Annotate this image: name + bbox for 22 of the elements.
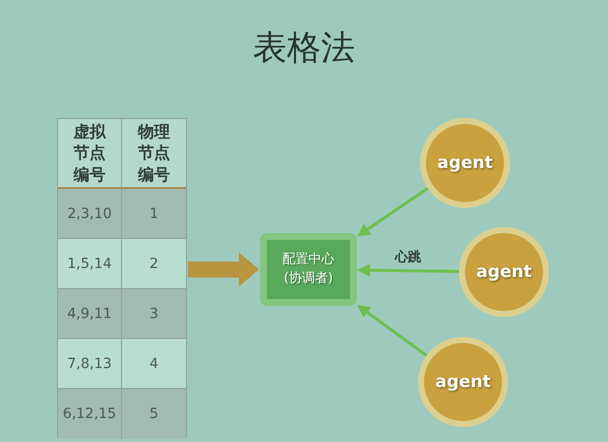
table-cell: 6,12,15 [58, 389, 122, 439]
table-cell: 4 [122, 339, 186, 389]
agent-circle: agent [420, 118, 510, 208]
table-cell: 2,3,10 [58, 189, 122, 239]
table-cell: 1 [122, 189, 186, 239]
table-cell: 5 [122, 389, 186, 439]
arrow [356, 187, 429, 237]
column-header: 虚拟节点编号 [58, 119, 122, 189]
table-cell: 2 [122, 239, 186, 289]
agent-circle: agent [459, 227, 549, 317]
table-cell: 7,8,13 [58, 339, 122, 389]
title: 表格法 [253, 28, 355, 68]
agent-circle: agent [418, 337, 508, 427]
table-cell: 3 [122, 289, 186, 339]
arrow [357, 304, 428, 357]
mapping-table [57, 118, 187, 438]
edge-label: 心跳 [393, 248, 424, 266]
table-cell: 4,9,11 [58, 289, 122, 339]
block-arrow [188, 252, 259, 286]
table-cell: 1,5,14 [58, 239, 122, 289]
arrow [357, 264, 460, 277]
process-box: 配置中心(协调者) [260, 233, 357, 306]
